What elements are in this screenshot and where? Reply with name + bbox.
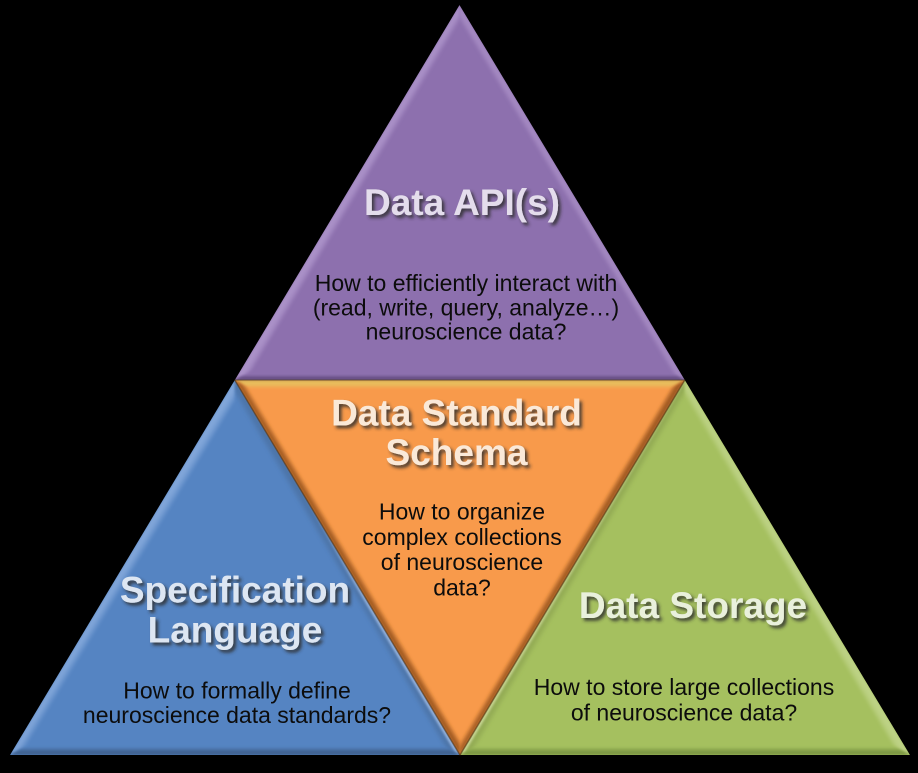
svg-text:of neuroscience data?: of neuroscience data? — [571, 700, 797, 726]
svg-text:neuroscience data standards?: neuroscience data standards? — [83, 702, 391, 728]
svg-text:Data API(s): Data API(s) — [364, 182, 560, 223]
svg-text:(read, write, query, analyze…): (read, write, query, analyze…) — [313, 294, 619, 320]
svg-text:Specification: Specification — [120, 570, 350, 611]
svg-text:data?: data? — [433, 574, 491, 600]
svg-text:complex collections: complex collections — [362, 524, 561, 550]
svg-text:How to efficiently interact wi: How to efficiently interact with — [315, 270, 618, 296]
svg-text:of neuroscience: of neuroscience — [381, 549, 543, 575]
svg-text:Data Standard: Data Standard — [331, 393, 582, 434]
svg-text:Schema: Schema — [386, 432, 528, 473]
svg-text:Data Storage: Data Storage — [579, 585, 807, 626]
svg-text:How to store large collections: How to store large collections — [534, 674, 834, 700]
svg-text:How to organize: How to organize — [379, 499, 545, 525]
svg-text:neuroscience data?: neuroscience data? — [366, 319, 567, 345]
svg-text:How to formally define: How to formally define — [123, 678, 351, 704]
svg-text:Language: Language — [148, 610, 323, 651]
